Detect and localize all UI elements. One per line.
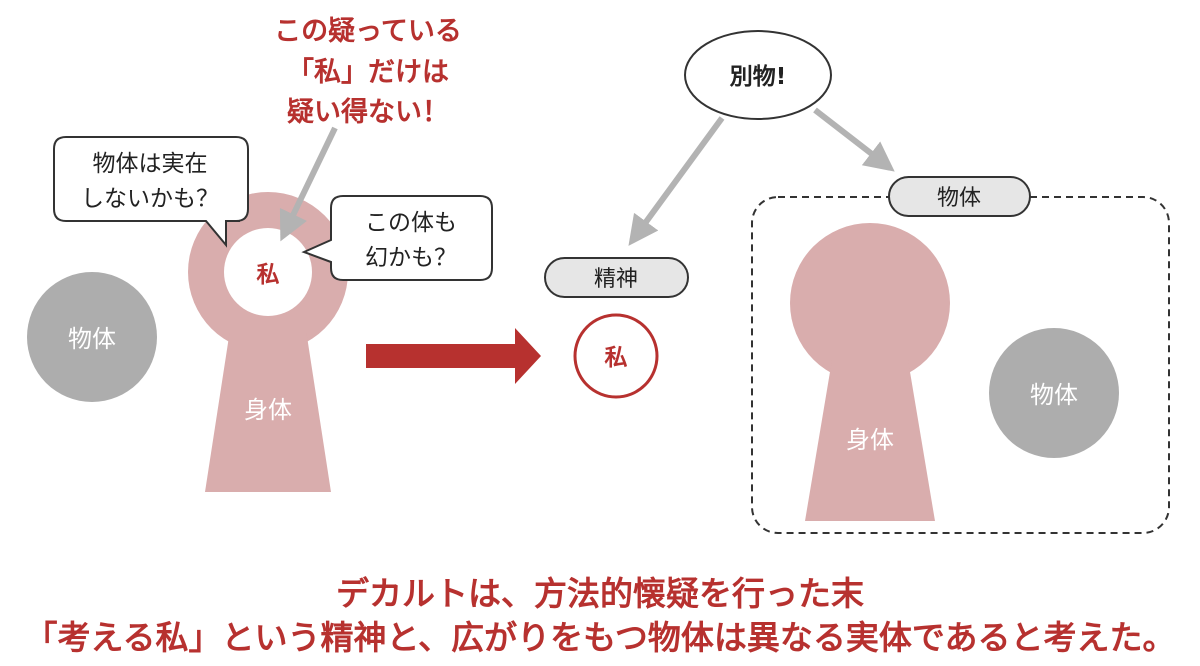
bubble-body-line-2: 幻かも？ <box>365 245 457 271</box>
annotation-text: この疑っている 「私」だけは 疑い得ない！ <box>274 16 462 128</box>
speech-bubble-object-doubt: 物体は実在 しないかも？ <box>53 136 249 248</box>
body-keyhole-right <box>790 223 950 521</box>
bubble-object-line-1: 物体は実在 <box>93 151 208 177</box>
left-panel: 物体 私 身体 物体は実在 しないかも？ この体も 幻かも？ <box>27 126 493 492</box>
mind-label: 精神 <box>594 267 638 292</box>
distinct-label: 別物! <box>730 63 787 90</box>
bubble-object-line-2: しないかも？ <box>81 186 219 212</box>
object-circle <box>27 272 157 402</box>
caption-line-2: 「考える私」という精神と、広がりをもつ物体は異なる実体であると考えた。 <box>24 618 1176 657</box>
object-group-pill <box>888 176 1031 217</box>
mind-pill <box>544 257 689 298</box>
arrow-to-mind <box>628 116 725 246</box>
transition-arrow-icon <box>366 328 541 384</box>
arrow-to-object <box>813 107 895 172</box>
annotation-line-3: 疑い得ない！ <box>287 97 449 128</box>
self-circle <box>224 228 312 316</box>
speech-bubble-body-doubt: この体も 幻かも？ <box>301 195 493 281</box>
object-label-right: 物体 <box>1030 381 1078 409</box>
self-circle-right <box>573 313 659 399</box>
right-panel: 別物! 精神 私 物体 身体 物体 <box>544 30 1170 534</box>
body-label-right: 身体 <box>846 426 894 454</box>
body-label: 身体 <box>244 396 292 424</box>
annotation-line-2: 「私」だけは <box>287 56 449 88</box>
annotation-arrow <box>279 126 338 242</box>
self-label-right: 私 <box>605 345 628 371</box>
object-group-label: 物体 <box>937 186 981 211</box>
annotation-line-1: この疑っている <box>274 16 462 47</box>
self-label: 私 <box>257 262 280 288</box>
object-circle-right <box>989 328 1119 458</box>
caption-line-1: デカルトは、方法的懐疑を行った末 <box>336 574 864 613</box>
object-label: 物体 <box>68 325 116 353</box>
distinct-bubble <box>684 30 832 120</box>
bubble-body-line-1: この体も <box>365 210 457 236</box>
